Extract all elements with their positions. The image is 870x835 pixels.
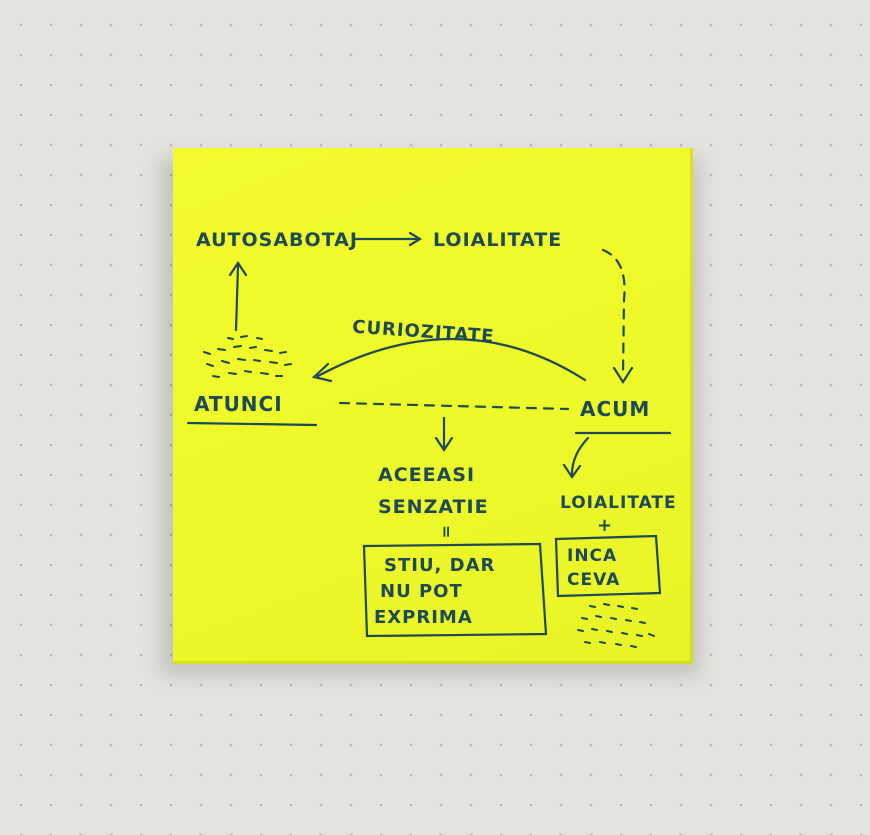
arrowhead-right-icon — [408, 231, 423, 247]
arrowhead-up-icon — [228, 261, 248, 277]
word-curiozitate: CURIOZITATE — [352, 316, 496, 347]
arrow-up-to-autosabotaj — [234, 264, 240, 332]
word-aceeasi: ACEEASI — [378, 464, 475, 486]
text-ceva: CEVA — [567, 570, 620, 590]
plus-sign: + — [597, 515, 613, 536]
underline-atunci — [186, 421, 318, 427]
text-stiu-line2: NU POT — [380, 581, 463, 602]
box-stiu — [362, 542, 548, 638]
equals-sign: = — [437, 525, 456, 539]
word-acum: ACUM — [580, 397, 650, 421]
arrowhead-left-icon — [311, 362, 333, 383]
dashed-arrow-to-acum — [601, 248, 626, 377]
arrowhead-down-icon-3 — [562, 463, 582, 479]
word-atunci: ATUNCI — [194, 392, 283, 416]
text-stiu-line3: EXPRIMA — [374, 607, 473, 628]
text-stiu-line1: STIU, DAR — [384, 555, 495, 576]
word-loialitate-bottom: LOIALITATE — [560, 493, 677, 513]
dashed-line-atunci-acum — [338, 401, 570, 411]
scribble-dots-right — [577, 603, 655, 648]
arrowhead-down-icon — [612, 366, 634, 385]
curved-arrow-acum-to-atunci — [316, 337, 587, 382]
text-inca: INCA — [567, 546, 617, 566]
arrow-acum-to-loialitate — [570, 436, 590, 476]
scribble-dots-left — [203, 335, 292, 378]
box-inca-ceva — [554, 534, 662, 598]
word-loialitate-top: LOIALITATE — [433, 229, 562, 251]
arrowhead-down-icon-2 — [434, 436, 454, 452]
word-senzatie: SENZATIE — [378, 496, 489, 518]
word-autosabotaj: AUTOSABOTAJ — [196, 229, 358, 251]
